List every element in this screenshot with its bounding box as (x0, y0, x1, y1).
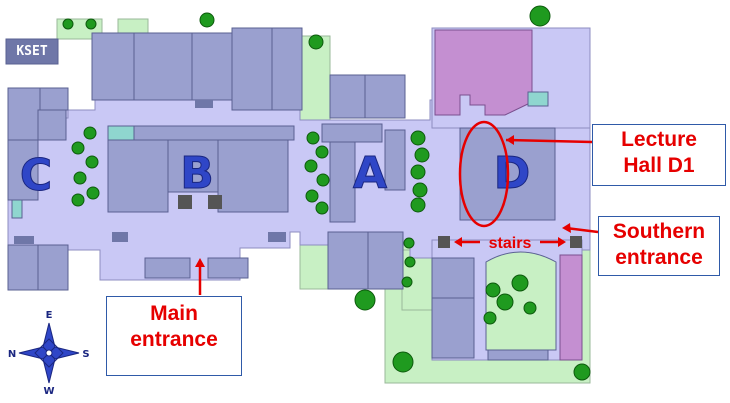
compass-south: S (82, 349, 89, 360)
section-letters: C B A D (19, 148, 531, 202)
stairs-label: stairs (489, 235, 532, 252)
lecture-hall-highlight (458, 120, 510, 228)
lecture-hall-callout: Lecture Hall D1 (592, 124, 726, 186)
southern-entrance-line2: entrance (615, 246, 703, 269)
lecture-hall-line1: Lecture (621, 128, 697, 151)
courtyard-arc (485, 251, 557, 351)
trees (62, 5, 591, 381)
southern-entrance-line1: Southern (612, 220, 706, 243)
arrow-heads (195, 135, 571, 267)
building-d-purple (434, 29, 583, 361)
southern-entrance-pointer (565, 226, 599, 234)
stair-blocks (14, 100, 582, 248)
compass-west: W (43, 386, 54, 397)
southern-entrance-callout: Southern entrance (598, 216, 720, 276)
section-d-label: D (494, 148, 531, 199)
kset-label: KSET (16, 44, 47, 59)
main-entrance-callout: Main entrance (106, 296, 242, 376)
section-b-label: B (180, 148, 214, 199)
compass-east: E (46, 310, 53, 321)
lecture-hall-pointer (505, 138, 593, 144)
compass-north: N (8, 349, 16, 360)
main-entrance-line2: entrance (130, 328, 218, 351)
compass-labels: E W N S (8, 310, 90, 397)
section-a-label: A (353, 148, 387, 199)
main-entrance-line1: Main (150, 302, 198, 325)
compass-rose-icon (18, 322, 80, 384)
lecture-hall-line2: Hall D1 (623, 154, 695, 177)
section-c-label: C (20, 150, 52, 201)
